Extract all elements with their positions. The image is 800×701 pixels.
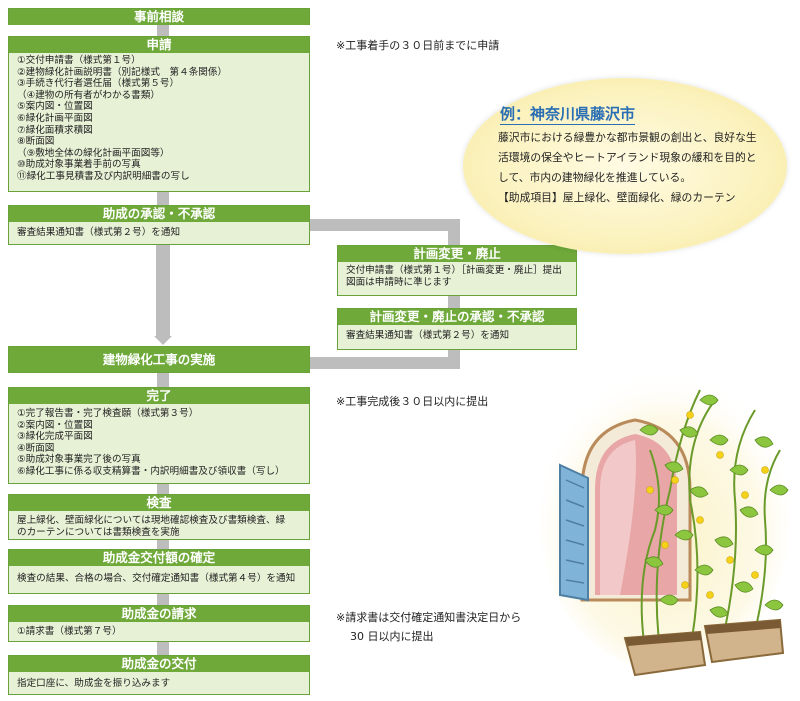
- list-item: （⑨敷地全体の緑化計画平面図等）: [17, 147, 170, 159]
- step-grant-decision: 助成金交付額の確定 検査の結果、合格の場合、交付確定通知書（様式第４号）を通知: [8, 549, 310, 594]
- example-line: 藤沢市における緑豊かな都市景観の創出と、良好な生: [498, 131, 757, 144]
- list-item: ⑦緑化面積求積図: [17, 124, 93, 136]
- list-item: ⑧断面図: [17, 136, 55, 148]
- step-request: 助成金の請求 ①請求書（様式第７号）: [8, 605, 310, 642]
- list-item: ③手続き代行者選任届（様式第５号）: [17, 78, 180, 90]
- note-apply: ※工事着手の３０日前までに申請: [336, 39, 500, 52]
- list-item: ①交付申請書（様式第１号）: [17, 55, 141, 66]
- step-approval-title: 助成の承認・不承認: [9, 206, 309, 222]
- list-item: ⑤案内図・位置図: [17, 101, 93, 113]
- list-item: ⑥緑化工事に係る収支精算書・内訳明細書及び領収書（写し）: [17, 465, 285, 477]
- step-apply-list: ①交付申請書（様式第１号） ②建物緑化計画説明書（別記様式 第４条関係） ③手続…: [9, 53, 309, 185]
- arrow-to-change-v: [448, 219, 460, 245]
- note-request-2: 30 日以内に提出: [350, 630, 434, 643]
- arrow-changeapproval-construction-h: [310, 357, 460, 369]
- arrow-grant-request: [157, 594, 169, 605]
- list-item: 図面は申請時に準じます: [346, 276, 452, 288]
- example-line: 【助成項目】屋上緑化、壁面緑化、緑のカーテン: [498, 191, 736, 204]
- step-apply: 申請 ①交付申請書（様式第１号） ②建物緑化計画説明書（別記様式 第４条関係） …: [8, 36, 310, 192]
- list-item: 指定口座に、助成金を振り込みます: [17, 678, 171, 689]
- step-request-title: 助成金の請求: [9, 606, 309, 622]
- list-item: 屋上緑化、壁面緑化については現地確認検査及び書類検査、緑: [17, 515, 286, 526]
- step-payment: 助成金の交付 指定口座に、助成金を振り込みます: [8, 655, 310, 695]
- step-inspection-title: 検査: [9, 495, 309, 511]
- step-payment-title: 助成金の交付: [9, 656, 309, 672]
- arrow-inspection-grant: [157, 540, 169, 549]
- arrow-apply-approval: [157, 191, 169, 205]
- step-complete: 完了 ①完了報告書・完了検査願（様式第３号） ②案内図・位置図 ③緑化完成平面図…: [8, 387, 310, 484]
- step-change-title: 計画変更・廃止: [338, 246, 576, 262]
- arrow-complete-inspection: [157, 484, 169, 494]
- example-text: 藤沢市における緑豊かな都市景観の創出と、良好な生 活環境の保全やヒートアイランド…: [498, 128, 773, 208]
- step-change-approval: 計画変更・廃止の承認・不承認 審査結果通知書（様式第２号）を通知: [337, 308, 577, 350]
- list-item: ③緑化完成平面図: [17, 431, 93, 443]
- list-item: ②建物緑化計画説明書（別記様式 第４条関係）: [17, 66, 228, 78]
- green-curtain-illustration: [540, 370, 790, 677]
- list-item: のカーテンについては書類検査を実施: [17, 526, 180, 538]
- step-approval: 助成の承認・不承認 審査結果通知書（様式第２号）を通知: [8, 205, 310, 245]
- arrow-request-payment: [157, 642, 169, 655]
- step-apply-title: 申請: [9, 37, 309, 53]
- step-construction-title: 建物緑化工事の実施: [9, 347, 309, 372]
- note-complete: ※工事完成後３０日以内に提出: [336, 395, 489, 408]
- example-title: 例：神奈川県藤沢市: [500, 105, 636, 125]
- list-item: ⑤助成対象事業完了後の写真: [17, 454, 141, 466]
- example-line: 活環境の保全やヒートアイランド現象の緩和を目的と: [498, 151, 757, 164]
- list-item: 交付申請書（様式第１号）［計画変更・廃止］提出: [346, 265, 562, 276]
- list-item: ⑥緑化計画平面図: [17, 112, 93, 124]
- step-complete-title: 完了: [9, 388, 309, 404]
- list-item: ④断面図: [17, 442, 55, 454]
- list-item: 審査結果通知書（様式第２号）を通知: [346, 330, 510, 341]
- list-item: ①請求書（様式第７号）: [17, 626, 122, 637]
- step-inspection: 検査 屋上緑化、壁面緑化については現地確認検査及び書類検査、緑 のカーテンについ…: [8, 494, 310, 540]
- step-change-approval-title: 計画変更・廃止の承認・不承認: [338, 309, 576, 325]
- list-item: ⑩助成対象事業着手前の写真: [17, 159, 141, 171]
- step-consult-title: 事前相談: [9, 9, 309, 25]
- list-item: 審査結果通知書（様式第２号）を通知: [17, 227, 181, 238]
- step-change: 計画変更・廃止 交付申請書（様式第１号）［計画変更・廃止］提出 図面は申請時に準…: [337, 245, 577, 296]
- list-item: ②案内図・位置図: [17, 419, 93, 431]
- note-request-1: ※請求書は交付確定通知書決定日から: [336, 611, 522, 624]
- list-item: （④建物の所有者がわかる書類）: [17, 89, 160, 101]
- example-bubble: [463, 78, 787, 254]
- arrow-consult-apply: [157, 24, 169, 36]
- step-grant-decision-title: 助成金交付額の確定: [9, 550, 309, 566]
- arrow-to-change-h: [310, 219, 456, 231]
- step-consult: 事前相談: [8, 8, 310, 25]
- arrow-change-changeapproval: [448, 296, 460, 308]
- example-line: して、市内の建物緑化を推進している。: [498, 171, 692, 184]
- list-item: 検査の結果、合格の場合、交付確定通知書（様式第４号）を通知: [17, 573, 296, 584]
- step-construction: 建物緑化工事の実施: [8, 346, 310, 373]
- list-item: ⑪緑化工事見積書及び内訳明細書の写し: [17, 170, 190, 182]
- arrow-construction-complete: [157, 373, 169, 387]
- list-item: ①完了報告書・完了検査願（様式第３号）: [17, 408, 199, 419]
- arrow-head-construction: [154, 336, 172, 345]
- arrow-approval-construction: [156, 244, 170, 336]
